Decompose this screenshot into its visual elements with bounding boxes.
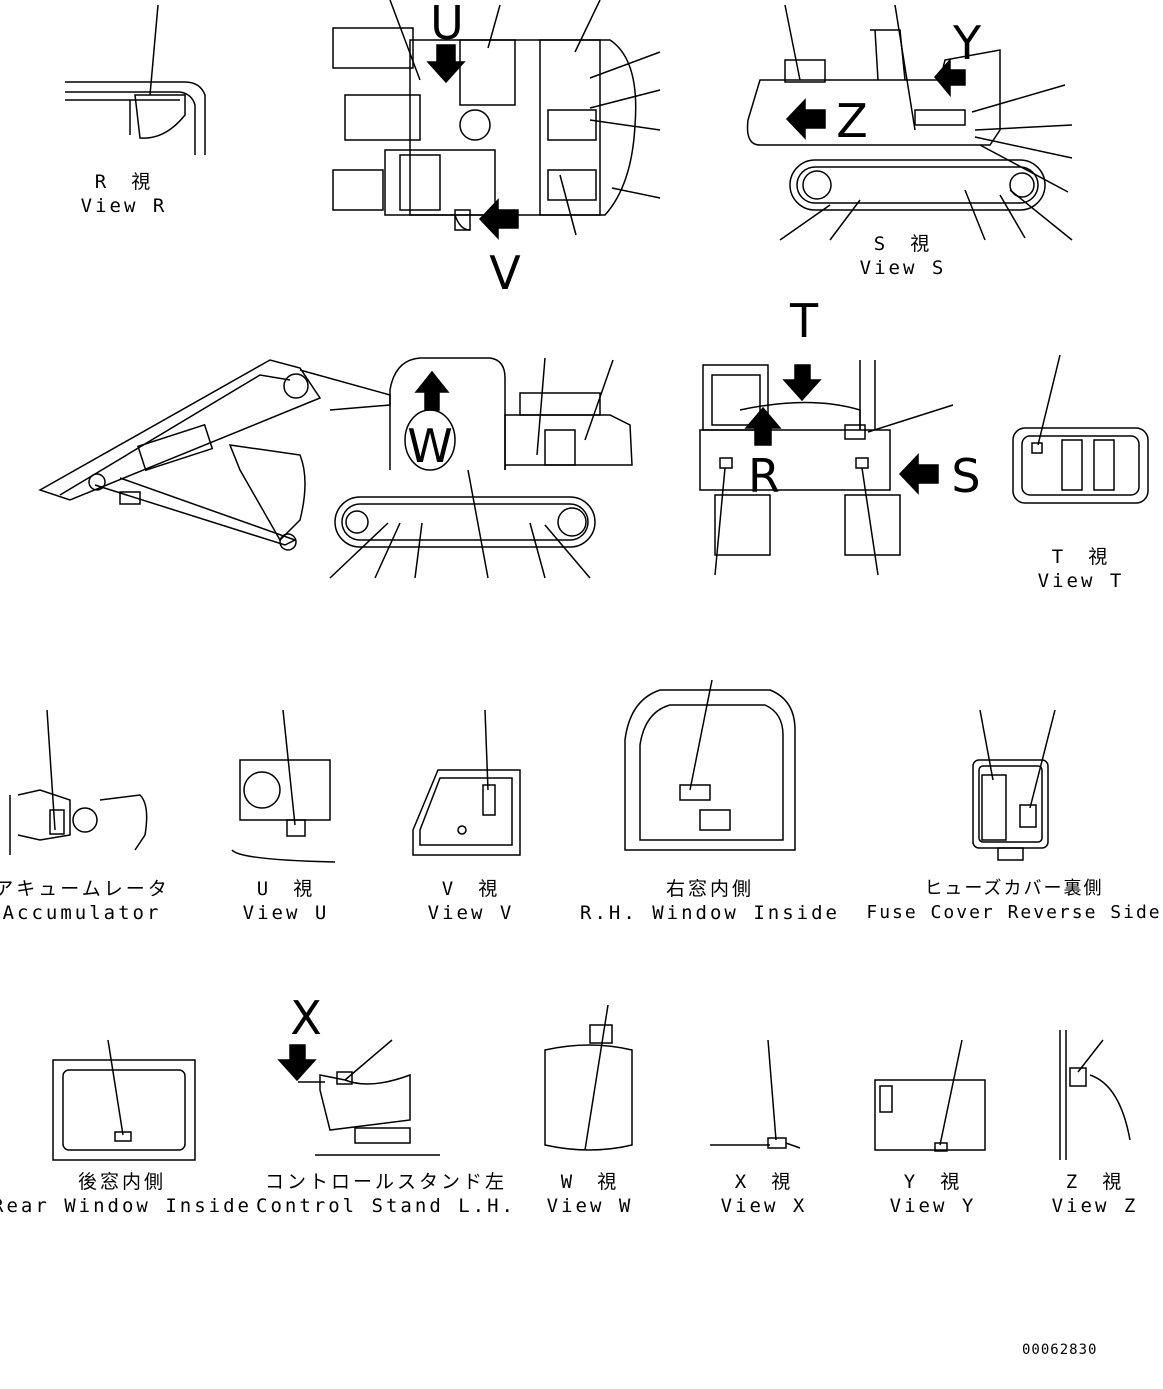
caption-jp: Y 視	[903, 1171, 963, 1193]
caption-jp: V 視	[441, 878, 501, 900]
view-s-drawing	[746, 4, 1073, 241]
caption-jp: 後窓内側	[77, 1171, 166, 1193]
view-y-drawing	[874, 1039, 986, 1152]
arrow-letter-z: Z	[836, 94, 868, 148]
caption-jp: W 視	[560, 1171, 620, 1193]
caption-jp: 右窓内側	[665, 878, 754, 900]
arrow-letter-s: S	[951, 449, 981, 503]
caption-en: Accumulator	[2, 902, 162, 924]
caption-en: View U	[242, 902, 330, 924]
view-x-drawing	[710, 1039, 801, 1149]
control-stand-drawing	[277, 1039, 440, 1156]
arrow-letter-v: V	[489, 246, 521, 300]
caption-en: Control Stand L.H.	[256, 1195, 516, 1217]
caption-en: View W	[546, 1195, 634, 1217]
view-v-drawing	[412, 709, 521, 856]
caption-en: View X	[720, 1195, 808, 1217]
caption-en: R.H. Window Inside	[580, 902, 840, 924]
caption-en: Rear Window Inside	[0, 1195, 252, 1217]
caption-jp: R 視	[94, 171, 154, 193]
caption-jp: Z 視	[1065, 1171, 1125, 1193]
drawing-code: 00062830	[1022, 1342, 1098, 1358]
view-w-drawing	[544, 1004, 633, 1151]
caption-jp: コントロールスタンド左	[264, 1171, 507, 1193]
rh-window-drawing	[624, 679, 796, 851]
fuse-cover-drawing	[972, 709, 1056, 861]
view-z-drawing	[1059, 1030, 1131, 1160]
caption-jp: T 視	[1051, 546, 1111, 568]
caption-en: View R	[80, 195, 168, 217]
caption-jp: アキュームレータ	[0, 878, 170, 900]
arrow-letter-w: W	[407, 419, 453, 473]
caption-en: View V	[427, 902, 515, 924]
caption-en: View Y	[889, 1195, 977, 1217]
accumulator-drawing	[9, 709, 148, 855]
caption-jp: ヒューズカバー裏側	[924, 878, 1104, 899]
rear-window-drawing	[52, 1039, 196, 1161]
excavator-side-view	[38, 357, 633, 579]
caption-en: View Z	[1051, 1195, 1139, 1217]
arrow-letter-x: X	[290, 991, 322, 1045]
arrow-letter-y: Y	[952, 16, 982, 70]
caption-jp: X 視	[734, 1171, 794, 1193]
caption-jp: U 視	[256, 878, 316, 900]
view-r-drawing	[65, 4, 206, 155]
caption-en: View T	[1037, 570, 1125, 592]
top-plan-view	[332, 0, 661, 240]
view-u-drawing	[231, 709, 336, 863]
arrow-letter-r: R	[748, 449, 780, 503]
caption-fuse-cover: ヒューズカバー裏側 Fuse Cover Reverse Side	[866, 877, 1161, 925]
view-t-drawing	[1012, 354, 1149, 504]
rear-view	[699, 360, 954, 576]
caption-en: Fuse Cover Reverse Side	[866, 902, 1162, 923]
arrow-letter-u: U	[430, 0, 464, 50]
arrow-letter-t: T	[789, 294, 819, 348]
caption-en: View S	[859, 257, 947, 279]
caption-jp: S 視	[873, 233, 933, 255]
